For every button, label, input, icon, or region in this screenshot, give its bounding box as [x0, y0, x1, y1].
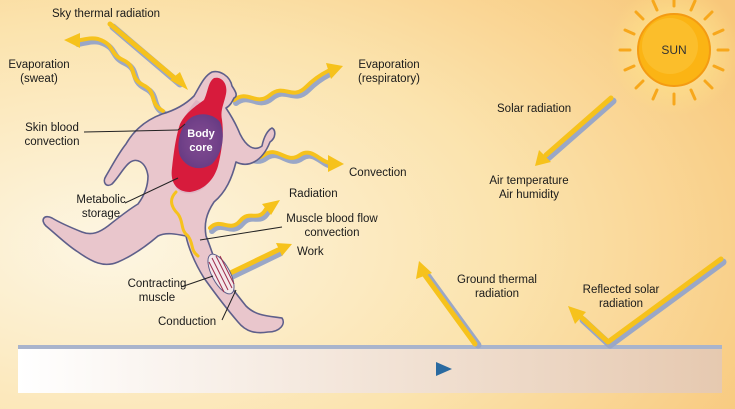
body-core-label-line1: Body — [187, 128, 215, 140]
solar-radiation-label: Solar radiation — [497, 103, 572, 115]
air-humidity-label: Air humidity — [498, 189, 560, 201]
ground-thermal-label-line1: Ground thermal — [457, 274, 537, 286]
evaporation-respiratory-label: Evaporation (respiratory) — [349, 58, 429, 86]
sky-thermal-arrow — [107, 21, 188, 90]
sun-label: SUN — [661, 43, 687, 57]
contracting-muscle-icon — [207, 253, 235, 295]
metabolic-storage-label-line2: storage — [81, 208, 121, 220]
reflected-solar-arrow — [568, 256, 727, 349]
conduction-label: Conduction — [158, 316, 217, 328]
skin-blood-label-line2: convection — [24, 136, 80, 148]
evaporation-sweat-label: Evaporation (sweat) — [8, 58, 70, 86]
radiation-arrow — [208, 200, 280, 234]
evaporation-respiratory-label-line2: (respiratory) — [358, 73, 420, 85]
radiation-label: Radiation — [289, 188, 338, 200]
reflected-solar-label-line2: radiation — [598, 298, 644, 310]
contracting-muscle-label-line2: muscle — [138, 292, 176, 304]
body-core-label-line2: core — [189, 142, 213, 154]
skin-blood-label: Skin blood convection — [20, 121, 84, 149]
evaporation-respiratory-label-line1: Evaporation — [358, 59, 420, 71]
metabolic-storage-label: Metabolic storage — [70, 193, 132, 221]
reflected-solar-label: Reflected solar radiation — [573, 283, 669, 311]
contracting-muscle-label-line1: Contracting — [127, 278, 187, 290]
body-core-label: Body core — [178, 127, 224, 155]
convection-label: Convection — [349, 167, 407, 179]
evaporation-sweat-arrow — [64, 33, 168, 117]
body-core — [171, 77, 227, 192]
evaporation-sweat-label-line2: (sweat) — [20, 73, 58, 85]
work-label: Work — [297, 246, 324, 258]
contracting-muscle-label: Contracting muscle — [124, 277, 190, 305]
reflected-solar-label-line1: Reflected solar — [582, 284, 660, 296]
evaporation-respiratory-arrow — [232, 63, 343, 106]
muscle-blood-flow-label-line1: Muscle blood flow — [286, 213, 378, 225]
air-temperature-label: Air temperature — [489, 175, 569, 187]
muscle-blood-flow-label: Muscle blood flow convection — [280, 212, 384, 240]
muscle-blood-flow-label-line2: convection — [304, 227, 360, 239]
ground-thermal-label: Ground thermal radiation — [449, 273, 545, 301]
sun-icon — [608, 0, 735, 116]
sky-thermal-label: Sky thermal radiation — [52, 8, 161, 20]
skin-blood-label-line1: Skin blood — [25, 122, 79, 134]
leader-lines — [83, 123, 283, 321]
ground-thermal-arrow — [416, 261, 482, 349]
muscle-blood-flow-line — [170, 190, 200, 258]
air-conditions-label: Air temperature Air humidity — [479, 174, 579, 202]
ground-thermal-label-line2: radiation — [474, 288, 520, 300]
evaporation-sweat-label-line1: Evaporation — [8, 59, 70, 71]
flow-arrow — [295, 362, 452, 376]
metabolic-storage-label-line1: Metabolic — [76, 194, 126, 206]
solar-radiation-arrow — [535, 95, 617, 166]
